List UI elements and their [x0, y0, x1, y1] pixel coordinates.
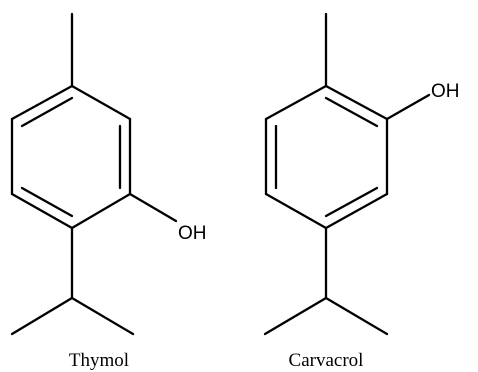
- thymol-double-bond-c4-c5: [20, 186, 74, 218]
- carvacrol-isopropyl-group: [263, 226, 389, 336]
- thymol-bond-c3-c4: [70, 192, 132, 230]
- carvacrol-isopropyl-left-methyl: [263, 296, 328, 336]
- thymol-bond-c6-c1: [10, 84, 74, 121]
- thymol-ring: [10, 84, 132, 230]
- carvacrol-hydroxyl-bond: [385, 93, 431, 121]
- carvacrol-structure: OH Carvacrol: [263, 12, 460, 371]
- carvacrol-ring: [264, 84, 389, 230]
- thymol-hydroxyl-bond: [128, 192, 178, 223]
- thymol-isopropyl-group: [10, 226, 135, 336]
- carvacrol-double-bond-c1-c2: [324, 96, 379, 128]
- thymol-structure: OH Thymol: [10, 12, 207, 371]
- carvacrol-bond-c1-c2: [324, 84, 389, 121]
- thymol-isopropyl-right-methyl: [70, 296, 135, 336]
- carvacrol-bond-c4-c5: [264, 192, 328, 230]
- thymol-isopropyl-left-methyl: [10, 296, 74, 336]
- thymol-double-bond-c6-c1: [20, 96, 74, 128]
- carvacrol-bond-c3-c4: [324, 192, 389, 230]
- thymol-hydroxyl-label: OH: [178, 223, 207, 244]
- thymol-bond-c1-c2: [70, 84, 132, 121]
- thymol-name: Thymol: [69, 350, 129, 371]
- carvacrol-hydroxyl-label: OH: [431, 81, 460, 102]
- carvacrol-double-bond-c3-c4: [324, 186, 379, 218]
- carvacrol-bond-c6-c1: [264, 84, 328, 121]
- carvacrol-isopropyl-right-methyl: [324, 296, 389, 336]
- carvacrol-name: Carvacrol: [289, 350, 364, 371]
- thymol-bond-c4-c5: [10, 192, 74, 230]
